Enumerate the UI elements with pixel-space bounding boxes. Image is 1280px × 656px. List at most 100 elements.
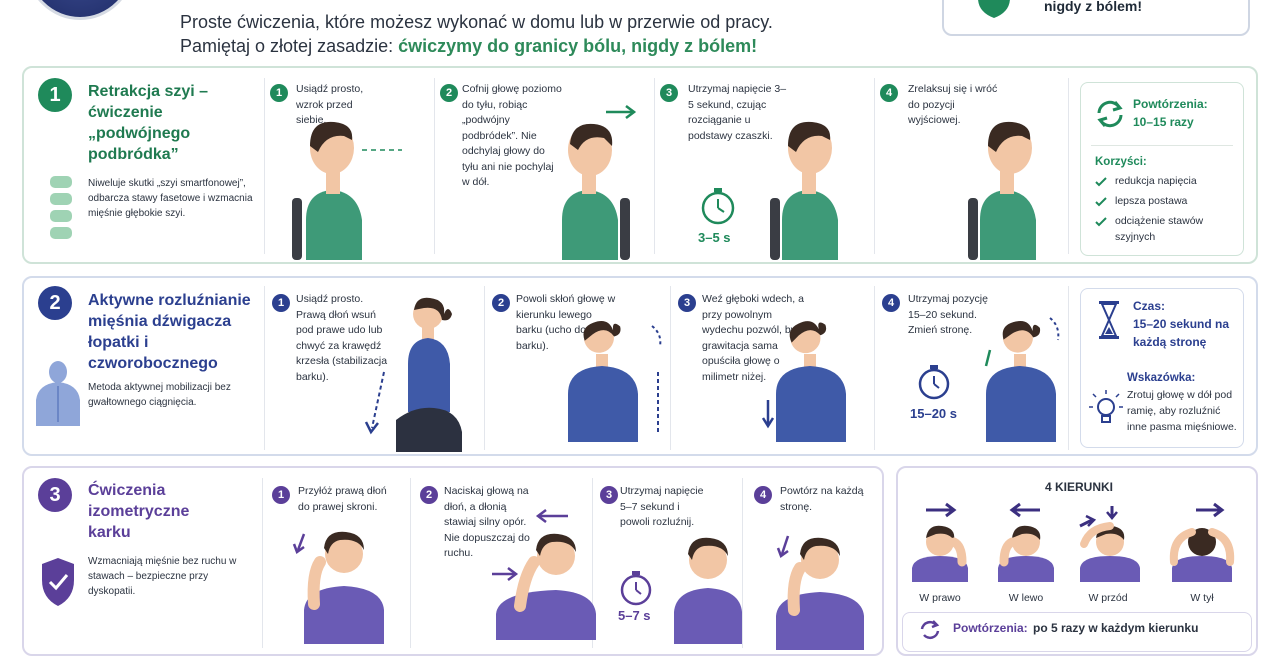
step-number: 1	[272, 294, 290, 312]
check-icon	[1095, 177, 1107, 187]
directions-reps-label: Powtórzenia:	[953, 621, 1028, 635]
section-2-card: 2 Aktywne rozluźnianie mięśnia dźwigacza…	[22, 276, 1258, 456]
woman-hold-icon	[984, 317, 1060, 442]
divider	[742, 478, 743, 648]
section-1-summary: Powtórzenia: 10–15 razy Korzyści: redukc…	[1080, 82, 1244, 256]
stopwatch-icon	[701, 188, 735, 225]
step-text: Powoli skłoń głowę w kierunku lewego bar…	[516, 293, 616, 352]
section-1-number: 1	[38, 78, 72, 112]
man-hand-temple-left-icon	[776, 535, 864, 650]
step-number: 3	[678, 294, 696, 312]
person-side-hold-icon	[770, 121, 838, 260]
check-icon	[1095, 197, 1107, 207]
directions-reps-value: po 5 razy w każdym kierunku	[1033, 621, 1199, 635]
spine-icon	[50, 176, 72, 239]
step-number: 4	[754, 486, 772, 504]
person-side-retract-icon	[562, 105, 637, 260]
section-2-desc: Metoda aktywnej mobilizacji bez gwałtown…	[88, 382, 231, 408]
step-text: Weź głęboki wdech, a przy powolnym wydec…	[702, 293, 804, 383]
intro-text: Proste ćwiczenia, które możesz wykonać w…	[180, 10, 773, 58]
intro-line1: Proste ćwiczenia, które możesz wykonać w…	[180, 12, 773, 32]
section-2-title: Aktywne rozluźnianie mięśnia dźwigacza ł…	[88, 292, 251, 372]
section-1-time: 3–5 s	[698, 230, 731, 245]
lightbulb-icon	[1089, 390, 1123, 423]
woman-tilt-icon	[568, 321, 662, 442]
repeat-icon	[920, 620, 940, 640]
reps-label: Powtórzenia:	[1133, 97, 1208, 111]
benefits-label: Korzyści:	[1095, 156, 1147, 168]
step-number: 3	[600, 486, 618, 504]
section-2-summary: Czas: 15–20 sekund na każdą stronę Wskaz…	[1080, 288, 1244, 448]
step-text: Utrzymaj pozycję 15–20 sekund. Zmień str…	[908, 293, 988, 336]
directions-title: 4 KIERUNKI	[1044, 480, 1113, 494]
step-number: 2	[440, 84, 458, 102]
step-number: 2	[492, 294, 510, 312]
direction-label: W tył	[1190, 592, 1214, 604]
direction-label: W prawo	[919, 592, 961, 604]
directions-panel: 4 KIERUNKI W prawo W lewo W przód	[896, 466, 1258, 656]
section-3-desc: Wzmacniają mięśnie bez ruchu w stawach –…	[88, 556, 237, 597]
benefit-item: odciążenie stawów szyjnych	[1115, 215, 1204, 243]
header: Proste ćwiczenia, które możesz wykonać w…	[0, 0, 1280, 62]
rule-box: nigdy z bólem!	[942, 0, 1250, 36]
section-1-title: Retrakcja szyi – ćwiczenie „podwójnego p…	[88, 83, 209, 163]
section-3-time: 5–7 s	[618, 608, 651, 623]
directions-reps-box: Powtórzenia: po 5 razy w każdym kierunku	[902, 612, 1252, 652]
intro-line2: Pamiętaj o złotej zasadzie: ćwiczymy do …	[180, 34, 773, 58]
step-number: 2	[420, 486, 438, 504]
divider	[264, 286, 265, 450]
man-neutral-icon	[674, 537, 742, 644]
hourglass-icon	[1099, 301, 1119, 339]
direction-right-figure	[912, 502, 968, 582]
time-label: Czas:	[1133, 299, 1166, 313]
logo	[26, 0, 134, 20]
direction-back-figure	[1169, 502, 1235, 582]
benefit-item: redukcja napięcia	[1115, 175, 1197, 187]
divider	[654, 78, 655, 254]
step-number: 1	[272, 486, 290, 504]
section-1-desc: Niweluje skutki „szyi smartfonowej”, odb…	[88, 178, 253, 219]
step-text: Utrzymaj napięcie 5–7 sekund i powoli ro…	[620, 485, 704, 528]
man-hand-temple-icon	[292, 531, 384, 644]
divider	[874, 286, 875, 450]
direction-label: W lewo	[1008, 592, 1044, 604]
divider	[1068, 78, 1069, 254]
reps-value: 10–15 razy	[1133, 115, 1194, 129]
section-1-card: 1 Retrakcja szyi – ćwiczenie „podwójnego…	[22, 66, 1258, 264]
tip-text: Zrotuj głowę w dół pod ramię, aby rozluź…	[1127, 389, 1237, 433]
woman-tilt-deep-icon	[761, 321, 846, 442]
man-press-icon	[492, 509, 596, 640]
step-text: Utrzymaj napięcie 3–5 sekund, czując roz…	[688, 83, 787, 142]
section-2-number: 2	[38, 286, 72, 320]
step-number: 4	[880, 84, 898, 102]
section-3-card: 3 Ćwiczenia izometryczne karku Wzmacniaj…	[22, 466, 884, 656]
divider	[264, 78, 265, 254]
direction-label: W przód	[1088, 592, 1128, 604]
step-text: Cofnij głowę poziomo do tyłu, robiąc „po…	[462, 83, 562, 188]
section-2-time: 15–20 s	[910, 406, 957, 421]
rule-box-text: nigdy z bólem!	[1044, 0, 1142, 14]
step-text: Usiądź prosto, wzrok przed siebie.	[296, 83, 364, 126]
stopwatch-icon	[918, 365, 950, 400]
intro-line2-prefix: Pamiętaj o złotej zasadzie:	[180, 36, 399, 56]
divider	[874, 78, 875, 254]
divider	[1068, 286, 1069, 450]
shield-check-icon	[42, 558, 74, 606]
check-icon	[1095, 217, 1107, 227]
benefit-item: lepsza postawa	[1115, 195, 1188, 207]
step-text: Powtórz na każdą stronę.	[780, 485, 864, 513]
divider	[484, 286, 485, 450]
section-3-number: 3	[38, 478, 72, 512]
section-3-title: Ćwiczenia izometryczne karku	[88, 482, 190, 541]
direction-forward-figure	[1079, 506, 1140, 582]
time-value: 15–20 sekund na każdą stronę	[1133, 317, 1230, 349]
person-side-relax-icon	[968, 121, 1036, 260]
direction-left-figure	[998, 502, 1054, 582]
step-number: 4	[882, 294, 900, 312]
divider	[670, 286, 671, 450]
step-text: Zrelaksuj się i wróć do pozycji wyjściow…	[908, 83, 998, 126]
repeat-icon	[1097, 100, 1123, 128]
divider	[262, 478, 263, 648]
divider	[1091, 145, 1233, 146]
divider	[410, 478, 411, 648]
